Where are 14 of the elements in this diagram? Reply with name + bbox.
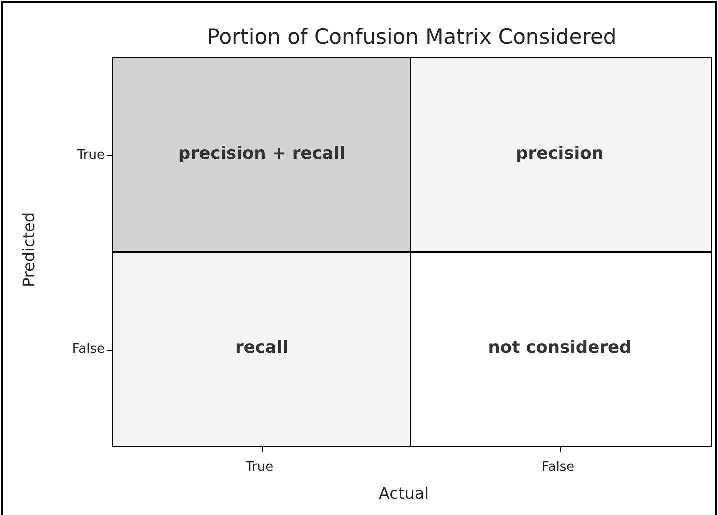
matrix-cell <box>113 252 411 446</box>
matrix-cell <box>113 58 411 252</box>
tick-label: True <box>77 148 105 164</box>
cell-label: precision + recall <box>178 143 346 166</box>
cell-label: not considered <box>488 337 632 360</box>
matrix-cell <box>411 58 709 252</box>
tick-label: False <box>542 460 575 476</box>
tick-label: True <box>246 460 274 476</box>
chart-title: Portion of Confusion Matrix Considered <box>206 24 618 51</box>
axis-title: Predicted <box>20 212 40 288</box>
axis-title: Actual <box>379 484 430 504</box>
cell-label: recall <box>235 337 289 360</box>
cell-label: precision <box>516 143 604 166</box>
tick-label: False <box>72 342 105 358</box>
